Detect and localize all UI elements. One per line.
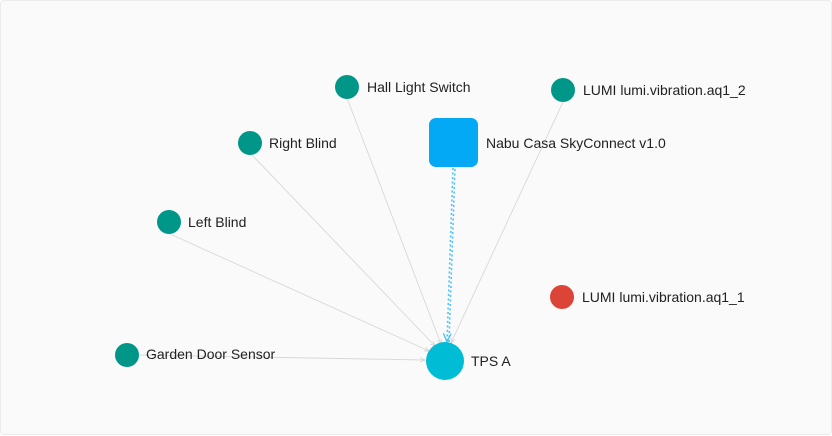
edges bbox=[139, 97, 564, 360]
node-label: LUMI lumi.vibration.aq1_1 bbox=[582, 289, 745, 305]
edge-hall-light-switch-to-tps-a bbox=[346, 97, 441, 344]
edge-tps-a-to-skyconnect bbox=[448, 167, 456, 343]
end-device-node-icon bbox=[157, 210, 181, 234]
node-label: Garden Door Sensor bbox=[146, 346, 276, 362]
node-tps-a[interactable]: TPS A bbox=[426, 342, 511, 380]
edge-lumi-aq1-2-to-tps-a bbox=[450, 101, 564, 343]
node-right-blind[interactable]: Right Blind bbox=[238, 131, 337, 155]
end-device-node-icon bbox=[335, 75, 359, 99]
router-node-icon bbox=[426, 342, 464, 380]
node-label: Nabu Casa SkyConnect v1.0 bbox=[486, 135, 666, 151]
node-lumi-vibration-aq1-1[interactable]: LUMI lumi.vibration.aq1_1 bbox=[550, 285, 745, 309]
node-label: Right Blind bbox=[269, 135, 337, 151]
node-label: TPS A bbox=[471, 353, 511, 369]
node-label: Hall Light Switch bbox=[367, 79, 471, 95]
node-garden-door-sensor[interactable]: Garden Door Sensor bbox=[115, 343, 276, 367]
edge-left-blind-to-tps-a bbox=[169, 233, 429, 352]
end-device-node-icon bbox=[115, 343, 139, 367]
node-label: LUMI lumi.vibration.aq1_2 bbox=[583, 82, 746, 98]
node-left-blind[interactable]: Left Blind bbox=[157, 210, 246, 234]
node-lumi-vibration-aq1-2[interactable]: LUMI lumi.vibration.aq1_2 bbox=[551, 78, 746, 102]
node-nabu-casa-skyconnect[interactable]: Nabu Casa SkyConnect v1.0 bbox=[429, 118, 666, 167]
node-hall-light-switch[interactable]: Hall Light Switch bbox=[335, 75, 471, 99]
offline-device-node-icon bbox=[550, 285, 574, 309]
edge-right-blind-to-tps-a bbox=[251, 154, 435, 346]
end-device-node-icon bbox=[551, 78, 575, 102]
edge-skyconnect-to-tps-a bbox=[447, 167, 454, 342]
coordinator-node-icon bbox=[429, 118, 478, 167]
end-device-node-icon bbox=[238, 131, 262, 155]
edge-garden-door-sensor-to-tps-a bbox=[139, 354, 425, 360]
node-label: Left Blind bbox=[188, 214, 246, 230]
